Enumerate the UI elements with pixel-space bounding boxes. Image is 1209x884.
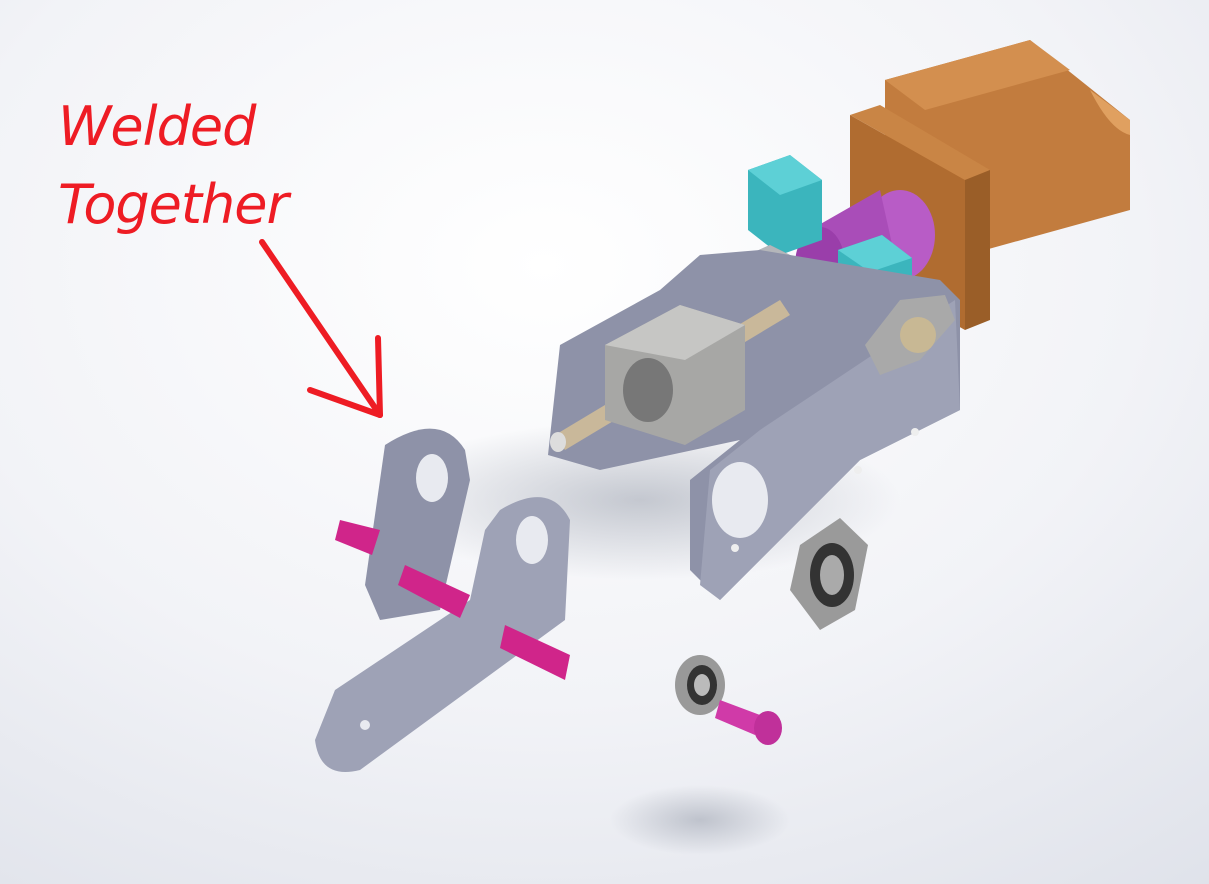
flange-bearing[interactable] [865, 295, 955, 375]
shoulder-bolt[interactable] [715, 700, 782, 745]
pins[interactable] [335, 520, 570, 680]
loose-flange-bearing[interactable] [790, 518, 868, 630]
floor-shadow [610, 785, 790, 855]
annotation-text: Welded Together [58, 88, 289, 244]
welded-bracket[interactable] [315, 428, 570, 772]
annotation-arrow [259, 239, 383, 418]
hex-nut[interactable] [605, 305, 745, 445]
annotation-line-2: Together [58, 173, 289, 236]
annotation-line-1: Welded [58, 95, 256, 158]
small-bearing[interactable] [675, 655, 725, 715]
